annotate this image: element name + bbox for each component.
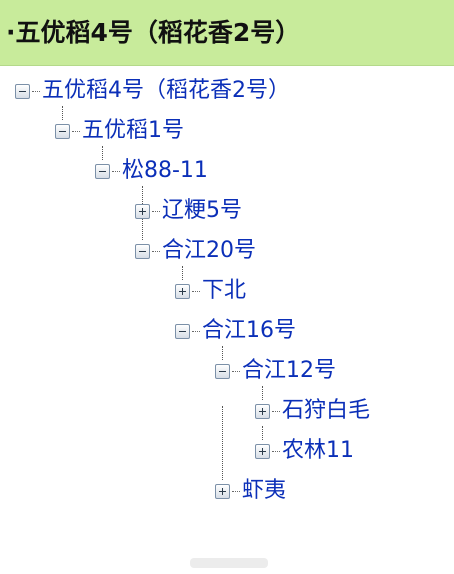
tree-node[interactable]: 虾夷 <box>215 476 286 506</box>
tree-connector <box>192 290 200 292</box>
tree-connector <box>62 106 63 120</box>
tree-connector <box>272 410 280 412</box>
tree-node-label[interactable]: 农林11 <box>282 438 354 463</box>
tree-node[interactable]: 合江16号 <box>175 316 296 346</box>
tree-node-label[interactable]: 松88-11 <box>122 158 208 183</box>
tree-node-label[interactable]: 辽粳5号 <box>162 198 242 223</box>
collapse-minus-icon[interactable] <box>15 83 30 99</box>
watermark <box>190 558 268 568</box>
tree-node[interactable]: 松88-11 <box>95 156 208 186</box>
tree-node-label[interactable]: 五优稻1号 <box>82 118 184 143</box>
tree-node-label[interactable]: 合江16号 <box>202 318 296 343</box>
tree-node-label[interactable]: 合江12号 <box>242 358 336 383</box>
tree-node[interactable]: 五优稻1号 <box>55 116 184 146</box>
footer-watermark <box>0 558 454 574</box>
page-title: ·五优稻4号（稻花香2号） <box>6 18 301 47</box>
collapse-minus-icon[interactable] <box>95 163 110 179</box>
collapse-minus-icon[interactable] <box>215 363 230 379</box>
expand-plus-icon[interactable] <box>175 283 190 299</box>
tree-connector <box>102 146 103 160</box>
tree-connector <box>262 386 263 400</box>
collapse-minus-icon[interactable] <box>135 243 150 259</box>
tree-node[interactable]: 农林11 <box>255 436 354 466</box>
tree-connector <box>222 406 223 480</box>
expand-plus-icon[interactable] <box>215 483 230 499</box>
collapse-minus-icon[interactable] <box>55 123 70 139</box>
expand-plus-icon[interactable] <box>255 443 270 459</box>
collapse-minus-icon[interactable] <box>175 323 190 339</box>
tree-connector <box>262 426 263 440</box>
page-header: ·五优稻4号（稻花香2号） <box>0 0 454 66</box>
tree-connector <box>232 370 240 372</box>
tree-connector <box>72 130 80 132</box>
tree-connector <box>272 450 280 452</box>
tree-node-label[interactable]: 下北 <box>202 278 247 303</box>
expand-plus-icon[interactable] <box>135 203 150 219</box>
tree-node-label[interactable]: 虾夷 <box>242 478 287 503</box>
tree-connector <box>222 346 223 360</box>
tree-node[interactable]: 辽粳5号 <box>135 196 242 226</box>
tree-node-root[interactable]: 五优稻4号（稻花香2号） <box>15 76 290 106</box>
tree-connector <box>152 210 160 212</box>
tree-node-label[interactable]: 五优稻4号（稻花香2号） <box>42 78 290 103</box>
tree-connector <box>112 170 120 172</box>
tree-node[interactable]: 石狩白毛 <box>255 396 370 426</box>
tree-connector <box>182 266 183 280</box>
expand-plus-icon[interactable] <box>255 403 270 419</box>
tree-node[interactable]: 合江12号 <box>215 356 336 386</box>
tree-node-label[interactable]: 合江20号 <box>162 238 256 263</box>
tree-connector <box>152 250 160 252</box>
tree-node-label[interactable]: 石狩白毛 <box>282 398 371 423</box>
tree-connector <box>32 90 40 92</box>
tree-node[interactable]: 下北 <box>175 276 246 306</box>
tree-connector <box>192 330 200 332</box>
tree-connector <box>232 490 240 492</box>
tree-node[interactable]: 合江20号 <box>135 236 256 266</box>
